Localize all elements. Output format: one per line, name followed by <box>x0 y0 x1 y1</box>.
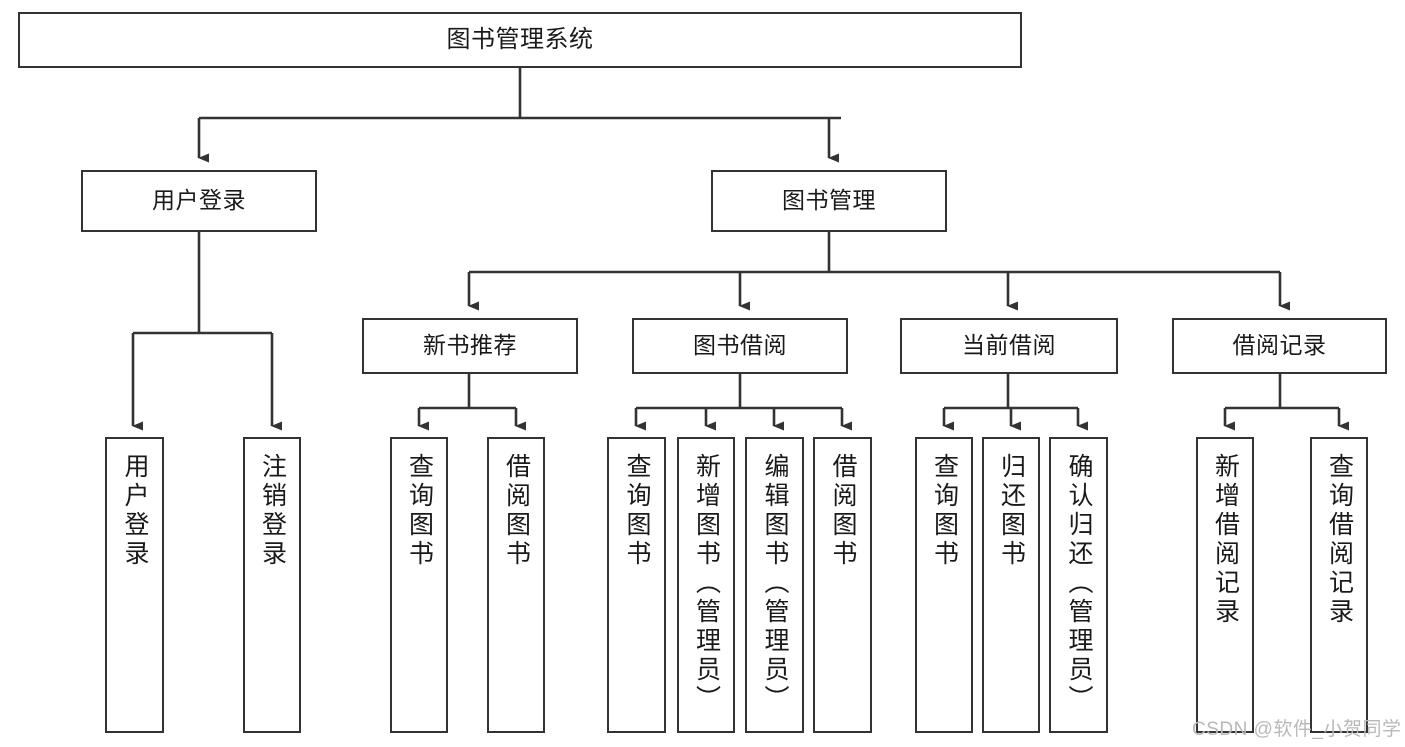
node-leaf-borrow-book-2[interactable]: 借阅图书 <box>813 437 872 733</box>
node-leaf-add-book[interactable]: 新增图书（管理员） <box>677 437 735 733</box>
node-leaf-edit-book-label: 编辑图书（管理员） <box>761 453 789 714</box>
node-leaf-query-book-1-label: 查询图书 <box>405 453 434 569</box>
node-current-borrow[interactable]: 当前借阅 <box>900 318 1118 374</box>
node-leaf-borrow-book-2-label: 借阅图书 <box>829 453 857 569</box>
node-leaf-query-book-2-label: 查询图书 <box>623 453 651 569</box>
node-leaf-confirm-return[interactable]: 确认归还（管理员） <box>1049 437 1108 733</box>
node-leaf-add-record-label: 新增借阅记录 <box>1211 453 1240 627</box>
node-leaf-edit-book[interactable]: 编辑图书（管理员） <box>745 437 804 733</box>
node-borrow-record-label: 借阅记录 <box>1232 332 1327 359</box>
node-leaf-query-record-label: 查询借阅记录 <box>1325 453 1354 627</box>
node-book-borrow-label: 图书借阅 <box>693 332 787 359</box>
node-leaf-query-book-2[interactable]: 查询图书 <box>607 437 666 733</box>
node-leaf-user-login[interactable]: 用户登录 <box>105 437 164 733</box>
node-leaf-query-book-1[interactable]: 查询图书 <box>390 437 448 733</box>
node-leaf-user-login-label: 用户登录 <box>121 453 149 569</box>
node-leaf-add-book-label: 新增图书（管理员） <box>692 453 721 714</box>
node-leaf-query-book-3-label: 查询图书 <box>930 453 959 569</box>
node-leaf-return-book-label: 归还图书 <box>997 453 1026 569</box>
node-book-manage-label: 图书管理 <box>782 187 876 214</box>
node-leaf-logout-label: 注销登录 <box>258 453 287 569</box>
node-leaf-logout[interactable]: 注销登录 <box>243 437 301 733</box>
node-leaf-query-record[interactable]: 查询借阅记录 <box>1310 437 1368 733</box>
csdn-watermark: CSDN @软件_小贺同学 <box>1192 719 1402 740</box>
node-book-borrow[interactable]: 图书借阅 <box>632 318 848 374</box>
node-book-manage[interactable]: 图书管理 <box>711 170 947 232</box>
node-leaf-borrow-book-1[interactable]: 借阅图书 <box>487 437 545 733</box>
node-new-book-rec-label: 新书推荐 <box>423 332 517 359</box>
node-new-book-rec[interactable]: 新书推荐 <box>362 318 578 374</box>
node-leaf-return-book[interactable]: 归还图书 <box>982 437 1040 733</box>
node-root-label: 图书管理系统 <box>446 25 594 53</box>
node-leaf-confirm-return-label: 确认归还（管理员） <box>1065 453 1093 714</box>
node-borrow-record[interactable]: 借阅记录 <box>1172 318 1387 374</box>
node-user-login-label: 用户登录 <box>152 187 246 214</box>
node-leaf-query-book-3[interactable]: 查询图书 <box>915 437 973 733</box>
node-user-login[interactable]: 用户登录 <box>81 170 317 232</box>
node-leaf-add-record[interactable]: 新增借阅记录 <box>1196 437 1254 733</box>
node-leaf-borrow-book-1-label: 借阅图书 <box>502 453 531 569</box>
node-root[interactable]: 图书管理系统 <box>18 12 1022 68</box>
node-current-borrow-label: 当前借阅 <box>962 332 1056 359</box>
